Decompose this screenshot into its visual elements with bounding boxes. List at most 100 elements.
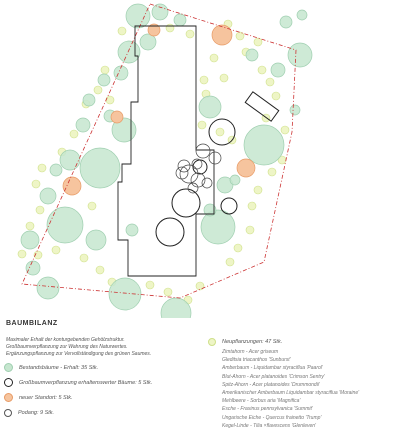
existing-tree	[85, 229, 107, 251]
existing-tree	[46, 206, 84, 244]
new-planting-tree	[25, 221, 35, 231]
existing-tree	[25, 260, 41, 276]
new-location-trees	[62, 23, 256, 196]
new-location-tree-icon	[4, 393, 13, 402]
existing-tree	[49, 163, 63, 177]
new-planting-tree	[35, 205, 45, 215]
existing-tree	[160, 297, 192, 318]
existing-tree	[198, 95, 222, 119]
existing-tree	[200, 209, 236, 245]
new-planting-tree	[105, 95, 115, 105]
podang-tree	[201, 177, 213, 189]
new-planting-tree	[271, 91, 281, 101]
new-location-tree	[147, 23, 161, 37]
site-plan	[17, 3, 313, 318]
existing-tree	[111, 117, 137, 143]
existing-tree	[151, 3, 169, 21]
legend-label: Podang: 9 Stk.	[18, 409, 55, 416]
new-planting-tree	[69, 129, 79, 139]
existing-trees	[20, 3, 313, 318]
species-item: Zimtahorn - Acer griseum	[222, 349, 279, 355]
new-planting-tree	[93, 85, 103, 95]
legend-label: Großbaumverpflanzung erhaltenswerter Bäu…	[19, 379, 153, 386]
species-item: Amberbaum - Liquidambar styraciflua 'Paa…	[222, 365, 323, 372]
description-line: Maximaler Erhalt der konturgebenden Gehö…	[6, 337, 125, 343]
legend-item-podang: Podang: 9 Stk.	[4, 405, 204, 420]
podang-tree-icon	[4, 408, 12, 417]
new-planting-tree	[245, 225, 255, 235]
existing-tree	[125, 3, 151, 29]
legend-title: BAUMBILANZ	[6, 320, 58, 327]
legend-label: Neupflanzungen: 47 Stk.	[222, 339, 283, 345]
property-boundary	[21, 3, 297, 299]
new-location-tree	[62, 176, 82, 196]
legend-item-large-transplant: Großbaumverpflanzung erhaltenswerter Bäu…	[4, 375, 204, 390]
new-planting-tree	[195, 281, 205, 291]
new-planting-tree	[233, 243, 243, 253]
new-planting-tree	[247, 201, 257, 211]
new-planting-tree	[79, 253, 89, 263]
new-planting-tree	[265, 77, 275, 87]
existing-tree	[108, 277, 142, 311]
existing-tree	[20, 230, 40, 250]
large-transplant-tree	[171, 188, 201, 218]
legend-label: neuer Standort: 5 Stk.	[19, 394, 73, 401]
legend-item-new-planting: Neupflanzungen: 47 Stk.	[208, 336, 398, 348]
annex-outline	[244, 91, 280, 122]
large-transplant-trees	[155, 118, 238, 247]
new-planting-tree	[225, 257, 235, 267]
existing-tree	[216, 176, 234, 194]
podang-trees	[175, 143, 222, 194]
new-planting-trees	[17, 19, 290, 305]
existing-tree	[203, 203, 217, 217]
existing-tree	[117, 40, 141, 64]
new-planting-tree	[219, 73, 229, 83]
new-planting-tree	[100, 65, 110, 75]
existing-tree	[82, 93, 96, 107]
podang-tree	[175, 166, 189, 180]
species-item: Gleditsia triacanthos 'Sunburst'	[222, 357, 291, 364]
new-location-tree	[211, 24, 233, 46]
species-list: Zimtahorn - Acer griseum Gleditsia triac…	[222, 348, 398, 430]
new-planting-tree	[87, 201, 97, 211]
new-planting-tree	[235, 31, 245, 41]
new-planting-tree	[209, 53, 219, 63]
podang-tree	[187, 182, 199, 194]
new-planting-tree	[215, 127, 225, 137]
description-line: Ergänzungspflanzung zur Vervollständigun…	[6, 351, 152, 357]
legend-item-new-location: neuer Standort: 5 Stk.	[4, 390, 204, 405]
species-item: Mehlbeere - Sorbus aria 'Magnifica'	[222, 398, 301, 405]
new-planting-tree	[51, 245, 61, 255]
large-transplant-tree	[208, 118, 236, 146]
new-planting-tree	[165, 23, 175, 33]
existing-tree	[270, 62, 286, 78]
legend-item-existing: Bestandsbäume - Erhalt: 35 Stk.	[4, 360, 204, 375]
large-tree-icon	[4, 378, 13, 387]
existing-tree	[287, 42, 313, 68]
existing-tree	[296, 9, 308, 21]
legend-label: Bestandsbäume - Erhalt: 35 Stk.	[19, 364, 99, 371]
large-transplant-tree	[220, 197, 238, 215]
new-planting-tree	[197, 120, 207, 130]
existing-tree	[75, 117, 91, 133]
description-line: Großbaumverpflanzung zur Wahrung des Nat…	[6, 344, 128, 350]
podang-tree	[208, 151, 222, 165]
new-planting-tree	[253, 185, 263, 195]
new-planting-tree-icon	[208, 338, 216, 346]
new-location-tree	[110, 110, 124, 124]
existing-tree	[79, 147, 121, 189]
new-planting-tree	[163, 287, 173, 297]
existing-tree	[113, 65, 129, 81]
species-item: Esche - Fraxinus pennsylvanica 'Summit'	[222, 406, 313, 413]
podang-tree	[195, 143, 211, 159]
new-planting-tree	[280, 125, 290, 135]
existing-tree-icon	[4, 363, 13, 372]
new-planting-tree	[117, 26, 127, 36]
new-planting-tree	[31, 179, 41, 189]
existing-tree	[97, 73, 111, 87]
new-location-tree	[236, 158, 256, 178]
podang-tree	[179, 164, 199, 184]
new-planting-legend: Neupflanzungen: 47 Stk. Zimtahorn - Acer…	[208, 336, 398, 430]
large-transplant-tree	[155, 217, 185, 247]
podang-tree	[177, 159, 191, 173]
